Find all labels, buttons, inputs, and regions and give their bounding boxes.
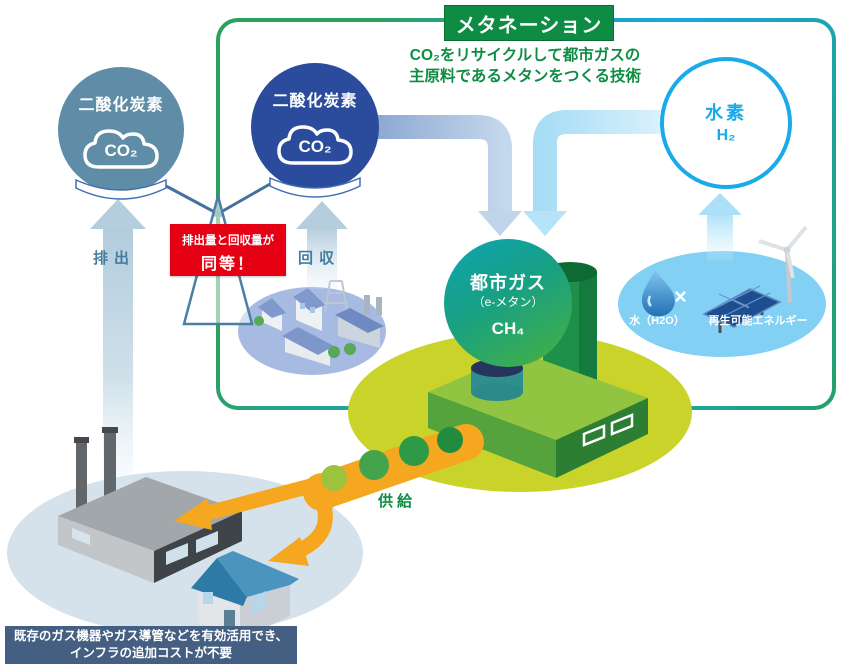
city-gas-label: 都市ガス	[470, 273, 546, 293]
h2-input-arrow	[698, 193, 742, 261]
infrastructure-note-line2: インフラの追加コストが不要	[69, 646, 233, 660]
balance-note: 排出量と回収量が 同等！	[170, 224, 286, 276]
factory-icon	[58, 427, 242, 583]
balance-beams	[165, 182, 271, 218]
balance-note-line2: 同等！	[200, 256, 255, 273]
infrastructure-note: 既存のガス機器やガス導管などを有効活用でき、 インフラの追加コストが不要	[5, 626, 297, 664]
title-text: メタネーション	[455, 14, 603, 37]
subtitle: CO₂をリサイクルして都市ガスの 主原料であるメタンをつくる技術	[390, 45, 660, 87]
water-droplet-icon	[641, 271, 675, 317]
recovery-arrow	[296, 201, 348, 289]
co2-emitted-circle: 二酸化炭素 CO₂	[58, 67, 184, 193]
infrastructure-note-line1: 既存のガス機器やガス導管などを有効活用でき、	[13, 629, 289, 643]
multiply-sign: ×	[674, 284, 687, 309]
cloud-wrap: CO₂	[81, 123, 161, 175]
house-icon	[191, 551, 299, 640]
supply-arrow-to-factory	[174, 475, 324, 530]
e-methane-label: （e-メタン）	[472, 295, 544, 309]
co2-emitted-label: 二酸化炭素	[78, 97, 164, 114]
village-house-icon	[258, 288, 334, 366]
h2-flow-arrow	[523, 110, 660, 236]
hydrogen-circle: 水素 H₂	[660, 57, 792, 189]
water-label: 水（H2O）	[629, 315, 685, 327]
emission-label: 排出	[93, 250, 136, 267]
balance-note-line1: 排出量と回収量が	[182, 235, 274, 247]
supply-pipe	[303, 424, 484, 511]
co2-formula: CO₂	[298, 137, 332, 156]
solar-panel-icon	[702, 285, 782, 333]
subtitle-line2: 主原料であるメタンをつくる技術	[408, 68, 642, 85]
supply-label: 供給	[378, 493, 417, 510]
balance-dish-left	[75, 178, 167, 200]
co2-flow-arrow	[378, 115, 522, 236]
supply-arrow-to-house	[268, 492, 333, 566]
city-gas-circle: 都市ガス （e-メタン） CH₄	[444, 239, 572, 367]
cloud-wrap: CO₂	[275, 119, 355, 171]
co2-cloud-icon	[83, 129, 159, 169]
subtitle-line1: CO₂をリサイクルして都市ガスの	[409, 47, 641, 64]
tree-icon	[254, 316, 356, 358]
recovery-label: 回収	[298, 250, 341, 267]
plant-pedestal-icon	[471, 359, 523, 401]
methane-formula: CH₄	[491, 319, 525, 338]
hydrogen-label: 水素	[705, 103, 747, 123]
co2-formula: CO₂	[104, 141, 138, 160]
balance-dish-right	[269, 176, 361, 198]
co2-recovered-circle: 二酸化炭素 CO₂	[251, 63, 379, 191]
co2-cloud-icon	[277, 125, 353, 165]
co2-recovered-label: 二酸化炭素	[272, 93, 358, 110]
renewable-label: 再生可能エネルギー	[708, 315, 808, 327]
wind-turbine-icon	[758, 225, 808, 304]
village-factory-icon	[335, 295, 384, 348]
hydrogen-formula: H₂	[716, 127, 736, 144]
page-title: メタネーション	[444, 5, 614, 41]
